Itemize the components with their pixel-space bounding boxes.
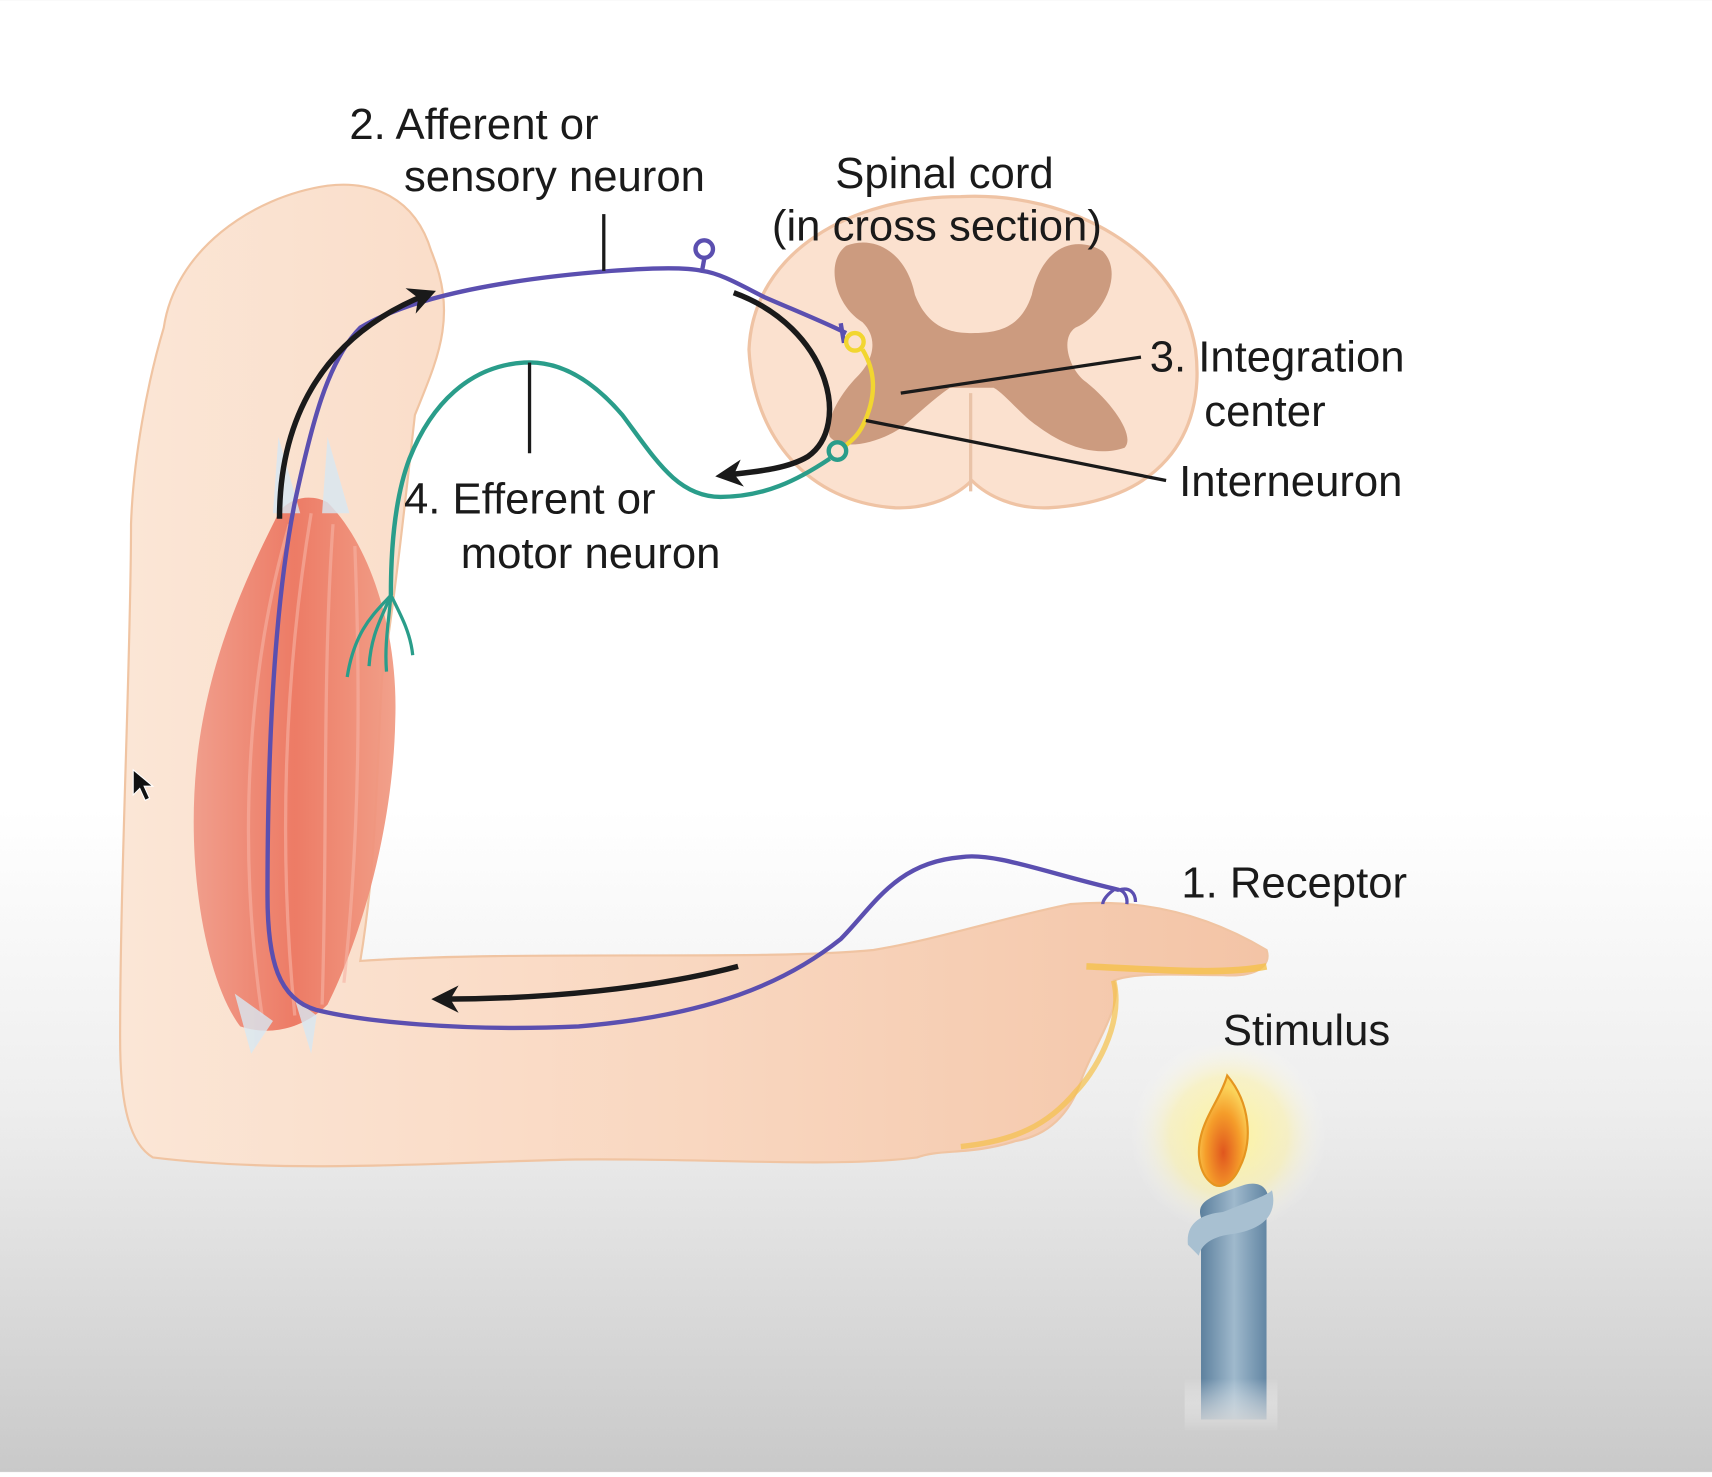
label-integration-2: center <box>1204 387 1325 436</box>
receptor-endings <box>1101 887 1138 905</box>
candle <box>1130 1037 1327 1431</box>
muscle-striations <box>246 512 360 1016</box>
motor-neuron <box>345 360 849 678</box>
leader-lines <box>527 214 1167 483</box>
finger-highlight <box>1086 963 1268 975</box>
candle-fade <box>1184 1222 1278 1431</box>
candle-flame-icon <box>1197 1073 1249 1187</box>
arrow-forearm <box>431 963 739 1013</box>
label-integration-1: 3. Integration <box>1150 332 1405 381</box>
label-spinal-cord-1: Spinal cord <box>835 149 1053 198</box>
impulse-arrows <box>276 288 833 1013</box>
hand-knuckle-highlight <box>960 979 1119 1150</box>
interneuron-leader <box>865 418 1167 483</box>
label-efferent-2: motor neuron <box>461 529 721 578</box>
interneuron <box>841 330 875 450</box>
label-efferent-1: 4. Efferent or <box>404 474 656 523</box>
integration-leader <box>900 355 1142 395</box>
sensory-neuron <box>265 238 1138 1031</box>
label-afferent-1: 2. Afferent or <box>349 100 598 149</box>
arm <box>119 183 1269 1168</box>
label-spinal-cord-2: (in cross section) <box>772 201 1102 250</box>
sensory-neuron-cell-body <box>693 238 716 260</box>
motor-neuron-cell-body <box>826 440 849 462</box>
spinal-cord-gray-matter <box>828 242 1128 452</box>
mouse-cursor-icon <box>132 768 155 802</box>
label-receptor: 1. Receptor <box>1181 859 1407 908</box>
arrow-up-arm <box>276 288 436 519</box>
labels: 2. Afferent or sensory neuron Spinal cor… <box>349 100 1407 1055</box>
sensory-neuron-cell-body-stalk <box>699 258 707 272</box>
sensory-neuron-axon <box>265 266 1120 1031</box>
sensory-neuron-terminal <box>838 322 847 344</box>
label-stimulus: Stimulus <box>1223 1006 1390 1055</box>
label-afferent-2: sensory neuron <box>404 152 705 201</box>
arm-silhouette <box>119 183 1269 1168</box>
biceps-muscle <box>193 497 396 1031</box>
arrow-through-cord <box>715 290 833 487</box>
label-interneuron: Interneuron <box>1179 457 1402 506</box>
motor-neuron-axon <box>388 360 832 596</box>
motor-end-plates <box>345 594 415 678</box>
